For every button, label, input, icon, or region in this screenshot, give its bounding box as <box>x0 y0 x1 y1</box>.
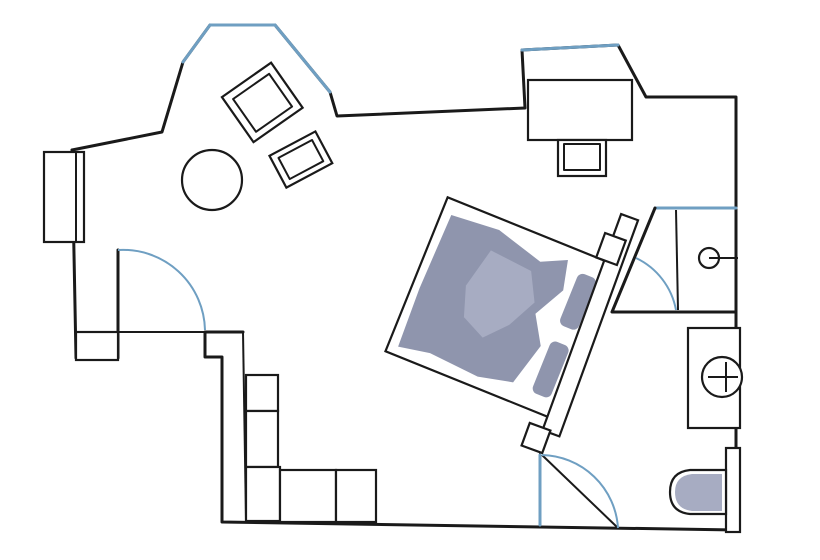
entry-post <box>74 330 120 362</box>
wardrobe-unit-2 <box>244 409 280 469</box>
entry-door <box>74 248 206 362</box>
round-table <box>180 148 244 212</box>
desk <box>526 78 634 142</box>
toilet-bowl-shading <box>675 474 722 511</box>
window-north <box>520 43 620 52</box>
bath-door-swing <box>541 454 619 529</box>
pillow-upper <box>560 273 596 330</box>
wall-north-west <box>70 23 738 532</box>
nightstand-lower <box>520 421 552 455</box>
desk-chair-seat <box>563 143 601 171</box>
bed <box>384 195 618 421</box>
bath-wall-upper <box>610 206 738 314</box>
wardrobe-unit-5 <box>334 468 378 524</box>
armchair-small <box>267 129 334 190</box>
wardrobe-unit-1 <box>244 373 280 413</box>
bathroom-door <box>538 452 619 529</box>
wardrobe-units <box>244 373 378 524</box>
entry-door-swing <box>117 248 206 331</box>
bath-door-leaf <box>541 454 619 529</box>
nightstand-upper <box>594 231 628 267</box>
headboard <box>541 212 640 438</box>
outer-walls <box>70 23 738 532</box>
window-bay-east <box>273 23 332 94</box>
wardrobe-west <box>42 150 86 244</box>
wall-south <box>203 330 738 532</box>
window-bay-west <box>181 23 212 64</box>
bed-blanket-highlight <box>463 250 535 338</box>
shower-door-swing <box>635 257 677 311</box>
pillow-lower <box>532 341 569 398</box>
bathroom <box>610 206 744 534</box>
windows <box>181 23 738 210</box>
toilet-cistern <box>724 446 742 534</box>
shower-door-leaf <box>675 209 679 311</box>
wardrobe-unit-3 <box>244 465 282 523</box>
wardrobe-unit-4 <box>278 468 338 524</box>
armchair-large <box>220 61 305 144</box>
